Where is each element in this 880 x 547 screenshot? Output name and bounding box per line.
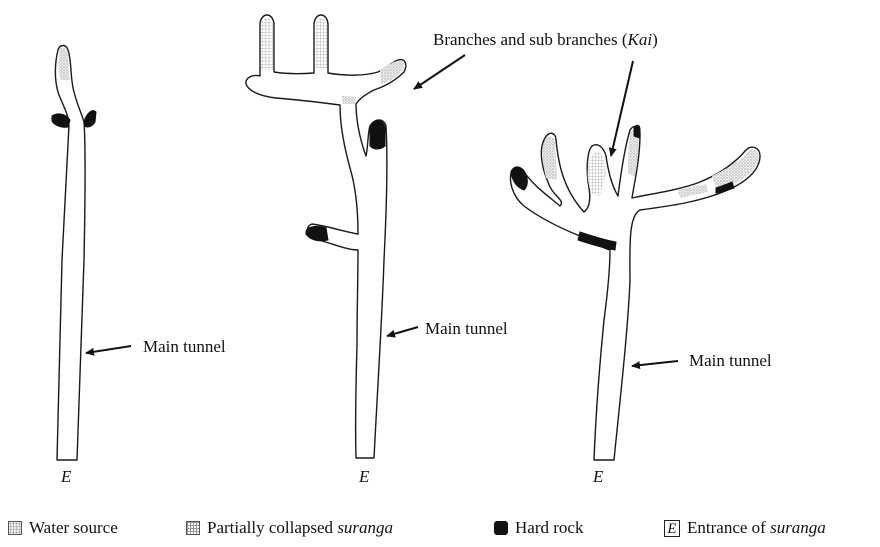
water-source xyxy=(712,150,759,188)
branches-label: Branches and sub branches (Kai) xyxy=(433,30,658,49)
main-tunnel-label-2: Main tunnel xyxy=(425,319,508,338)
main-tunnel-arrow-2 xyxy=(387,327,418,336)
entrance-label-1: E xyxy=(60,467,72,486)
water-source xyxy=(342,96,356,104)
entrance-symbol: E xyxy=(664,520,680,537)
tunnel-2 xyxy=(246,15,406,458)
legend-collapsed-prefix: Partially collapsed xyxy=(207,518,337,538)
legend-water-source: Water source xyxy=(8,518,118,538)
tunnel-1 xyxy=(52,46,96,461)
legend-rock-label: Hard rock xyxy=(515,518,583,538)
partially-collapsed-section xyxy=(261,19,273,71)
hard-rock xyxy=(634,125,640,138)
entrance-label-2: E xyxy=(358,467,370,486)
main-tunnel-arrow-3 xyxy=(632,361,678,366)
hard-rock-swatch xyxy=(494,521,508,535)
partially-collapsed-section xyxy=(315,19,327,69)
branches-arrow xyxy=(414,55,465,89)
hard-rock xyxy=(306,226,328,240)
water-source-swatch xyxy=(8,521,22,535)
entrance-label-3: E xyxy=(592,467,604,486)
legend-entrance: E Entrance of suranga xyxy=(664,518,826,538)
partially-collapsed-swatch xyxy=(186,521,200,535)
main-tunnel-label-3: Main tunnel xyxy=(689,351,772,370)
legend: Water source Partially collapsed suranga… xyxy=(6,518,880,544)
legend-collapsed-italic: suranga xyxy=(337,518,393,538)
main-tunnel-label-1: Main tunnel xyxy=(143,337,226,356)
tunnel-3 xyxy=(511,125,761,460)
main-tunnel-arrow-1 xyxy=(86,346,131,353)
water-source xyxy=(543,136,557,180)
legend-partially-collapsed: Partially collapsed suranga xyxy=(186,518,393,538)
legend-entrance-prefix: Entrance of xyxy=(687,518,770,538)
hard-rock xyxy=(84,111,96,127)
legend-water-label: Water source xyxy=(29,518,118,538)
legend-entrance-italic: suranga xyxy=(770,518,826,538)
legend-hard-rock: Hard rock xyxy=(494,518,583,538)
tunnel-1-outline xyxy=(55,46,85,461)
hard-rock xyxy=(370,121,385,150)
